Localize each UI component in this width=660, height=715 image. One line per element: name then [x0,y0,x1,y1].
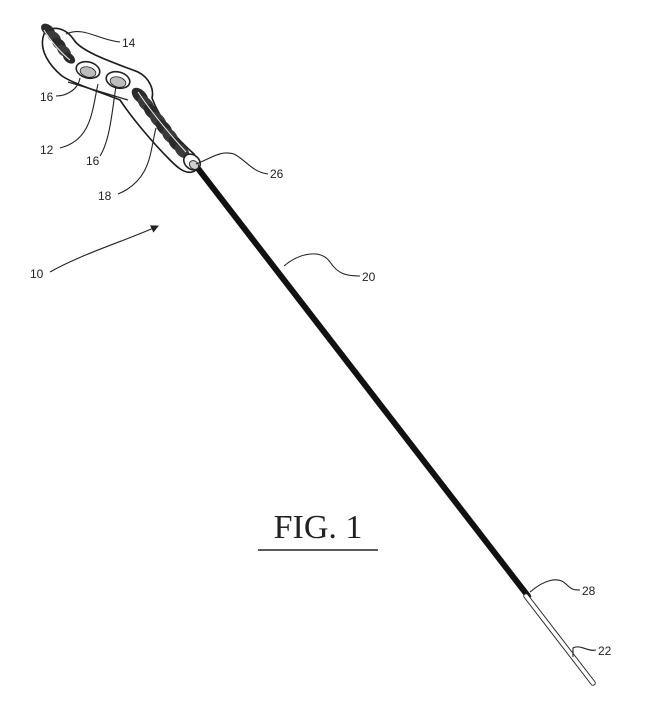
finger-holes-16 [67,60,131,101]
ref-10: 10 [30,267,44,281]
proximal-grip-14 [41,23,76,64]
handle-12 [41,23,202,174]
figure-caption-text: FIG. 1 [274,509,363,546]
ref-18: 18 [98,189,112,203]
distal-grip-18 [131,87,190,159]
ref-22: 22 [598,644,612,658]
collar-26 [182,153,202,171]
figure-caption: FIG. 1 [258,509,378,551]
ref-16-lower: 16 [86,154,100,168]
leader-lines [49,31,597,657]
reference-numerals: 14 16 12 16 18 26 10 20 28 22 [30,36,612,658]
distal-tip-22 [523,593,596,686]
shaft-20 [193,161,531,601]
ref-26: 26 [270,167,284,181]
ref-16-upper: 16 [40,90,54,104]
ref-20: 20 [362,270,376,284]
ref-14: 14 [122,36,136,50]
ref-28: 28 [582,584,596,598]
ref-12: 12 [40,143,54,157]
